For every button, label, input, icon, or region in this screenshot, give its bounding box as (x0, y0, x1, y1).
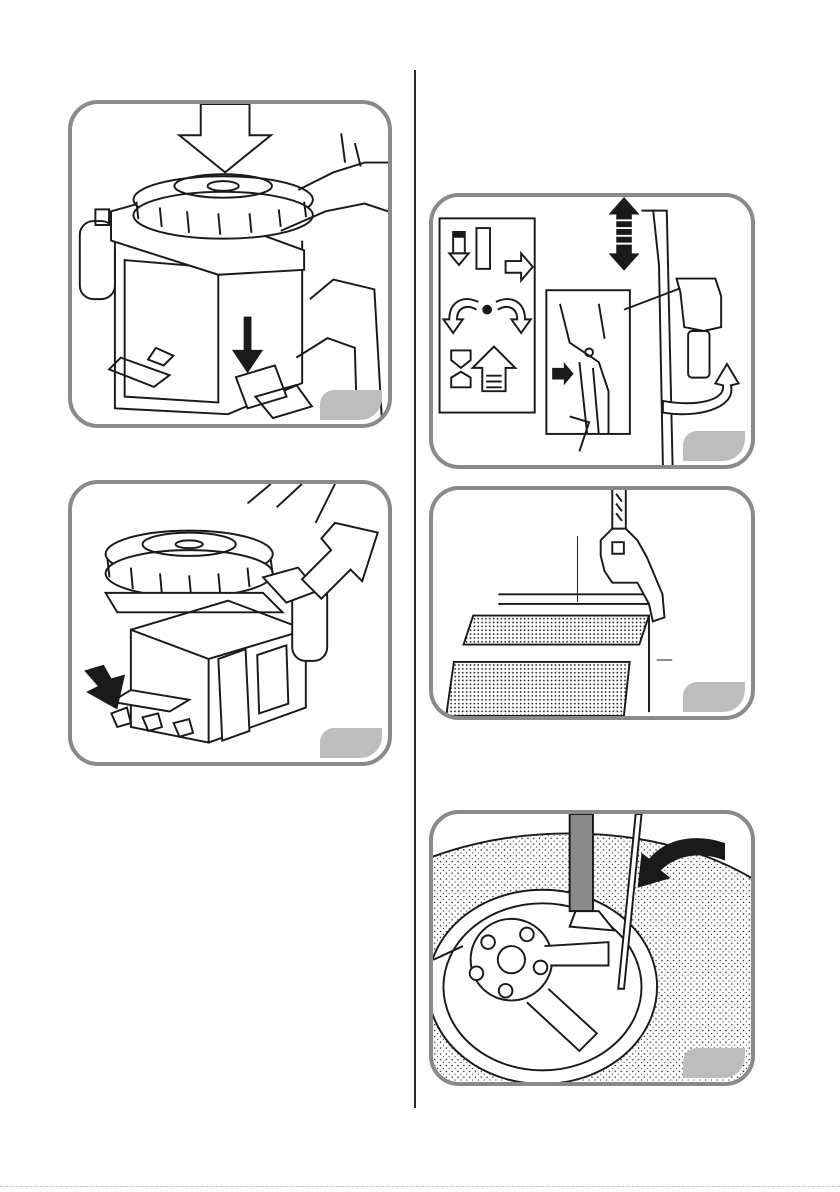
figure-5-illustration (433, 814, 751, 1082)
down-arrow-icon (179, 104, 271, 172)
figure-3-tag (683, 431, 745, 461)
up-down-arrow-icon (609, 197, 640, 271)
figure-1-tag (320, 390, 382, 420)
figure-1-panel (68, 100, 392, 428)
page-bottom-edge (0, 1186, 840, 1187)
figure-4-tag (683, 682, 745, 712)
figure-5-tag (683, 1048, 745, 1078)
curved-arrow-icon (302, 523, 378, 599)
figure-1-illustration (72, 104, 388, 424)
column-divider (414, 70, 416, 1108)
figure-5-panel (429, 810, 755, 1086)
figure-3-illustration (433, 197, 751, 465)
figure-2-illustration (72, 484, 388, 762)
figure-2-tag (320, 728, 382, 758)
figure-4-panel (429, 486, 755, 720)
figure-3-panel (429, 193, 755, 469)
figure-2-panel (68, 480, 392, 766)
